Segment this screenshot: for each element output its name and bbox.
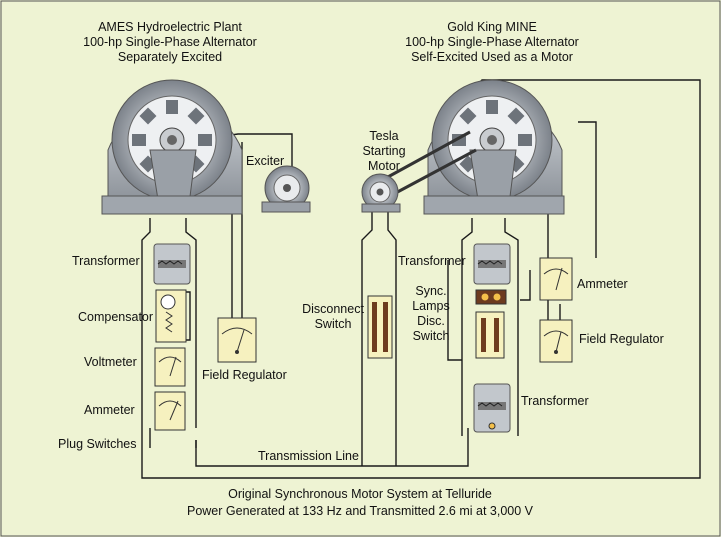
ames-alternator bbox=[101, 79, 243, 215]
disconnect-switch-label-line: Disconnect bbox=[302, 302, 364, 316]
sync-lamps-label: Sync. Lamps Disc. Switch bbox=[410, 284, 452, 344]
compensator-label: Compensator bbox=[78, 310, 154, 324]
gold-king-transformer-top bbox=[473, 243, 511, 285]
tesla-motor-label: Tesla Starting Motor bbox=[350, 129, 418, 174]
transmission-line-label: Transmission Line bbox=[258, 449, 359, 463]
sync-label-line: Disc. bbox=[417, 314, 445, 328]
ames-transformer-label: Transformer bbox=[72, 254, 140, 268]
tesla-motor-label-line: Motor bbox=[368, 159, 400, 173]
exciter-machine bbox=[261, 165, 311, 213]
sync-label-line: Switch bbox=[412, 329, 450, 343]
ames-voltmeter bbox=[154, 347, 186, 387]
gold-king-field-regulator bbox=[539, 319, 573, 363]
ames-title-line: AMES Hydroelectric Plant bbox=[98, 20, 242, 34]
gold-king-title-line: Self-Excited Used as a Motor bbox=[411, 50, 573, 64]
ames-transformer bbox=[153, 243, 191, 285]
voltmeter-label: Voltmeter bbox=[84, 355, 137, 369]
ames-title-line: Separately Excited bbox=[117, 50, 223, 64]
disconnect-switch-label: Disconnect Switch bbox=[300, 302, 366, 332]
gold-king-transformer-top-label: Transformer bbox=[398, 254, 466, 268]
disconnect-switch bbox=[367, 295, 393, 359]
gold-king-transformer-bottom-label: Transformer bbox=[521, 394, 589, 408]
gold-king-transformer-bottom bbox=[473, 383, 511, 433]
gold-king-title: Gold King MINE 100-hp Single-Phase Alter… bbox=[392, 20, 592, 65]
sync-lamps bbox=[475, 289, 507, 305]
caption-line: Original Synchronous Motor System at Tel… bbox=[228, 487, 492, 501]
gold-king-title-line: Gold King MINE bbox=[447, 20, 537, 34]
ames-ammeter bbox=[154, 391, 186, 431]
disconnect-switch-label-line: Switch bbox=[314, 317, 352, 331]
ames-field-regulator bbox=[217, 317, 257, 363]
caption-line: Power Generated at 133 Hz and Transmitte… bbox=[186, 504, 534, 518]
ames-compensator bbox=[155, 289, 187, 343]
gold-king-field-regulator-label: Field Regulator bbox=[579, 332, 664, 346]
tesla-starting-motor bbox=[361, 130, 477, 213]
sync-disconnect-switch bbox=[475, 311, 505, 359]
gold-king-title-line: 100-hp Single-Phase Alternator bbox=[405, 35, 579, 49]
exciter-label: Exciter bbox=[246, 154, 285, 168]
ames-field-regulator-label: Field Regulator bbox=[202, 368, 287, 382]
ames-title-line: 100-hp Single-Phase Alternator bbox=[83, 35, 257, 49]
sync-label-line: Lamps bbox=[412, 299, 450, 313]
ames-ammeter-label: Ammeter bbox=[84, 403, 135, 417]
tesla-motor-label-line: Starting bbox=[362, 144, 406, 158]
tesla-motor-label-line: Tesla bbox=[369, 129, 399, 143]
gold-king-ammeter bbox=[539, 257, 573, 301]
plug-switches-label: Plug Switches bbox=[58, 437, 137, 451]
ames-plug-switches bbox=[149, 440, 197, 448]
gold-king-alternator bbox=[423, 79, 565, 215]
ames-title: AMES Hydroelectric Plant 100-hp Single-P… bbox=[70, 20, 270, 65]
gold-king-ammeter-label: Ammeter bbox=[577, 277, 628, 291]
caption: Original Synchronous Motor System at Tel… bbox=[110, 486, 610, 520]
wiring bbox=[141, 79, 701, 479]
sync-label-line: Sync. bbox=[415, 284, 447, 298]
